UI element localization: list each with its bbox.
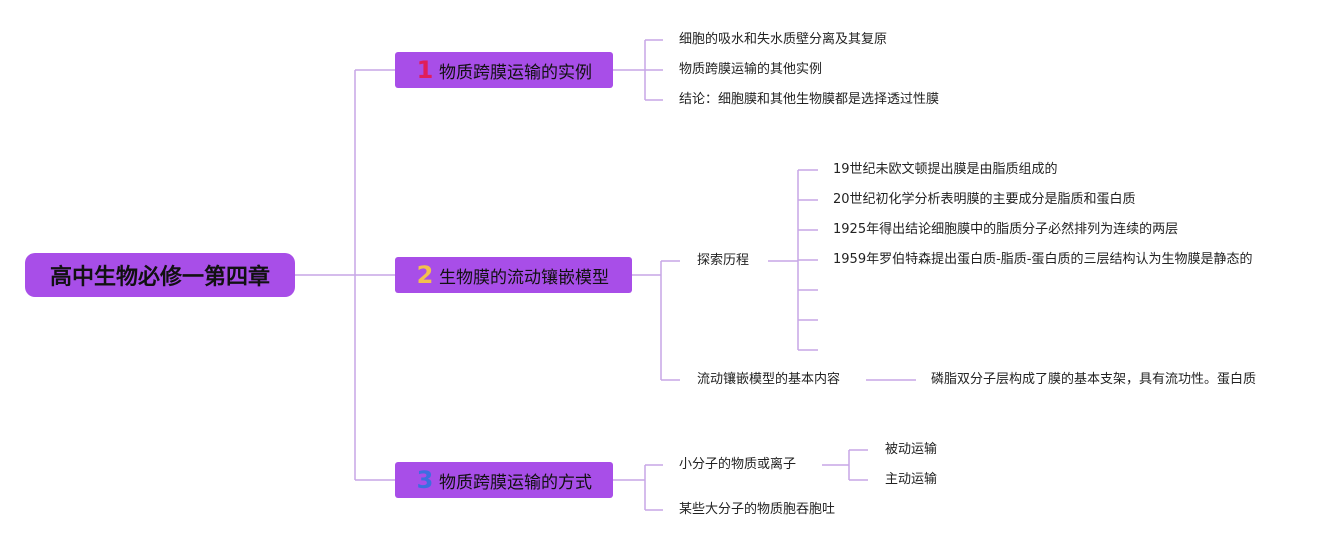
section-2-topic[interactable]: 2 生物膜的流动镶嵌模型 (395, 257, 632, 293)
large-molecule-item[interactable]: 某些大分子的物质胞吞胞吐 (679, 502, 836, 517)
section-1-title: 物质跨膜运输的实例 (439, 62, 592, 83)
exploration-item-2[interactable]: 20世纪初化学分析表明膜的主要成分是脂质和蛋白质 (833, 192, 1136, 207)
model-content[interactable]: 磷脂双分子层构成了膜的基本支架，具有流功性。蛋白质 (931, 372, 1257, 387)
section-3-topic[interactable]: 3 物质跨膜运输的方式 (395, 462, 613, 498)
section-2-number: 2 (416, 261, 434, 289)
section-1-item-3[interactable]: 结论：细胞膜和其他生物膜都是选择透过性膜 (679, 92, 940, 107)
passive-transport-item[interactable]: 被动运输 (885, 442, 938, 457)
exploration-topic[interactable]: 探索历程 (697, 253, 750, 268)
exploration-item-1[interactable]: 19世纪未欧文顿提出膜是由脂质组成的 (833, 162, 1058, 177)
section-2-title: 生物膜的流动镶嵌模型 (439, 267, 609, 288)
section-1-item-2[interactable]: 物质跨膜运输的其他实例 (679, 62, 823, 77)
exploration-item-4[interactable]: 1959年罗伯特森提出蛋白质-脂质-蛋白质的三层结构认为生物膜是静态的 (833, 252, 1253, 267)
model-topic[interactable]: 流动镶嵌模型的基本内容 (697, 372, 841, 387)
root-topic[interactable]: 高中生物必修一第四章 (25, 253, 295, 297)
root-title: 高中生物必修一第四章 (49, 265, 270, 290)
section-1-topic[interactable]: 1 物质跨膜运输的实例 (395, 52, 613, 88)
small-molecule-topic[interactable]: 小分子的物质或离子 (679, 457, 797, 472)
active-transport-item[interactable]: 主动运输 (885, 472, 938, 487)
section-3-title: 物质跨膜运输的方式 (439, 472, 592, 493)
section-1-item-1[interactable]: 细胞的吸水和失水质壁分离及其复原 (679, 32, 888, 47)
section-3-number: 3 (416, 466, 434, 494)
section-1-number: 1 (416, 56, 434, 84)
exploration-item-3[interactable]: 1925年得出结论细胞膜中的脂质分子必然排列为连续的两层 (833, 222, 1179, 237)
